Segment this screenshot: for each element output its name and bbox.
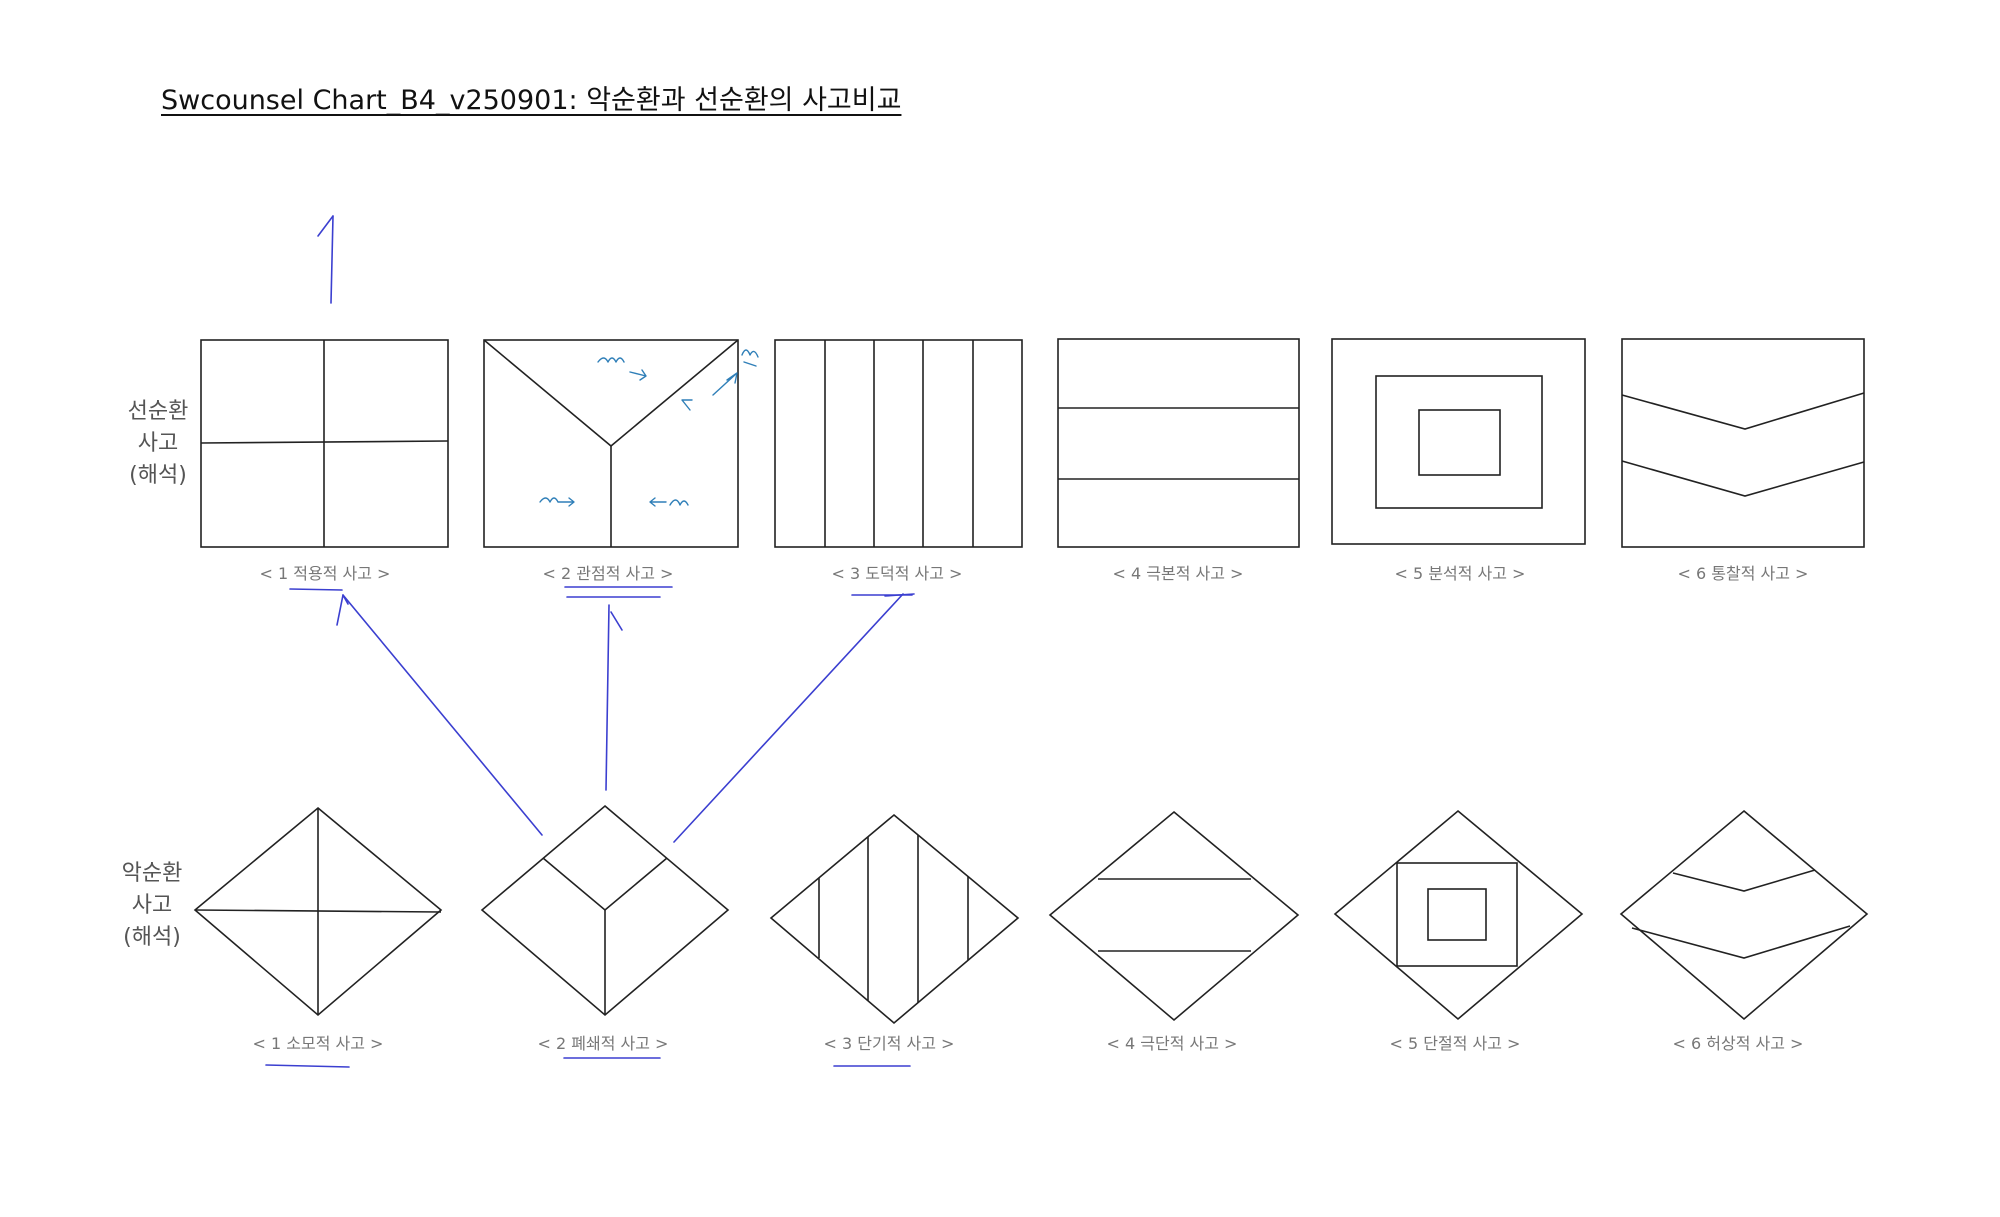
caption-virtuous-4: < 4 극본적 사고 > <box>1112 564 1244 583</box>
virtuous-shape-3 <box>774 339 1023 548</box>
row-label-vicious: 악순환 사고 (해석) <box>112 858 192 954</box>
vicious-shape-3 <box>769 813 1020 1025</box>
caption-virtuous-1: < 1 적용적 사고 > <box>259 564 391 583</box>
annotation-up-arrow <box>317 215 334 304</box>
row-label-line: (해석) <box>123 925 181 950</box>
annotation-arrow-to-3 <box>673 593 915 843</box>
virtuous-shape-6 <box>1621 338 1865 548</box>
virtuous-shape-4 <box>1057 338 1300 548</box>
annotation-arrow-to-2 <box>605 604 623 791</box>
page-title: Swcounsel Chart_B4_v250901: 악순환과 선순환의 사고… <box>161 85 902 116</box>
row-label-line: 사고 <box>131 893 173 918</box>
virtuous-shape-5 <box>1331 338 1586 545</box>
vicious-shape-4 <box>1048 810 1300 1022</box>
annotation-arrow-to-1 <box>336 594 543 836</box>
row-label-line: 악순환 <box>121 861 183 886</box>
caption-virtuous-5: < 5 분석적 사고 > <box>1394 564 1526 583</box>
row-label-line: 선순환 <box>127 399 189 424</box>
vicious-shape-6 <box>1619 809 1869 1021</box>
row-label-line: (해석) <box>129 463 187 488</box>
caption-vicious-6: < 6 허상적 사고 > <box>1672 1034 1804 1053</box>
caption-virtuous-3: < 3 도덕적 사고 > <box>831 564 963 583</box>
vicious-shape-2 <box>480 804 730 1017</box>
underline-virtuous-2 <box>564 586 673 598</box>
caption-vicious-4: < 4 극단적 사고 > <box>1106 1034 1238 1053</box>
caption-virtuous-6: < 6 통찰적 사고 > <box>1677 564 1809 583</box>
scribble-annotations <box>539 349 759 507</box>
caption-vicious-3: < 3 단기적 사고 > <box>823 1034 955 1053</box>
underline-vicious-1 <box>265 1064 350 1068</box>
vicious-shape-5 <box>1333 809 1584 1021</box>
virtuous-shape-1 <box>200 339 449 548</box>
underline-virtuous-1 <box>289 588 343 591</box>
caption-vicious-1: < 1 소모적 사고 > <box>252 1034 384 1053</box>
vicious-shape-1 <box>193 806 443 1017</box>
row-label-line: 사고 <box>137 431 179 456</box>
row-label-virtuous: 선순환 사고 (해석) <box>118 396 198 492</box>
caption-vicious-2: < 2 폐쇄적 사고 > <box>537 1034 669 1053</box>
virtuous-shape-2 <box>483 339 739 548</box>
caption-virtuous-2: < 2 관점적 사고 > <box>542 564 674 583</box>
caption-vicious-5: < 5 단절적 사고 > <box>1389 1034 1521 1053</box>
